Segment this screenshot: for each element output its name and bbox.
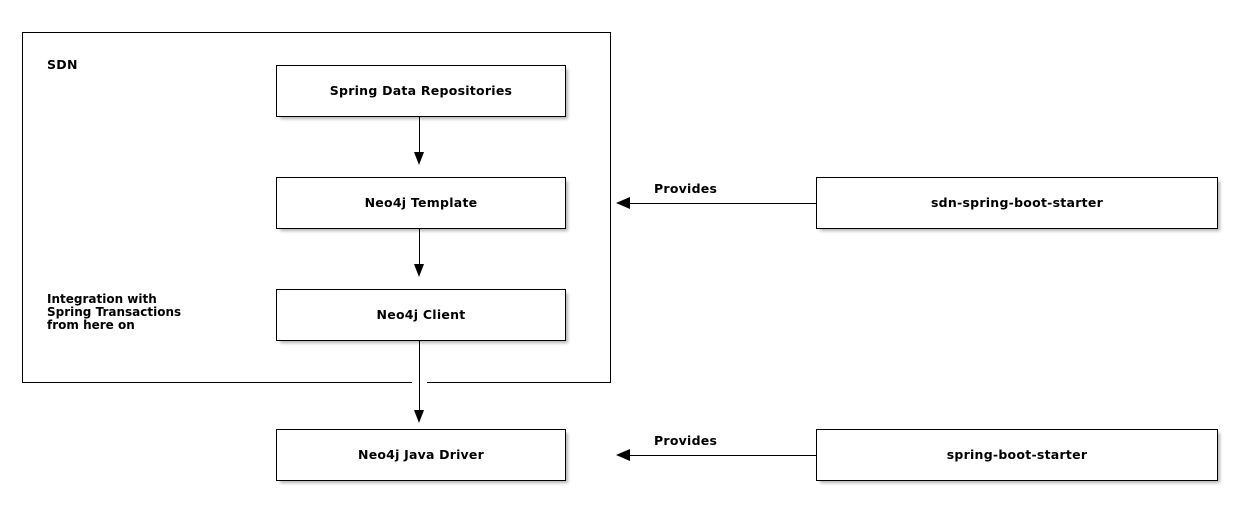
connector-client-to-driver-overlay xyxy=(419,375,420,414)
node-spring-boot-starter[interactable]: spring-boot-starter xyxy=(816,429,1218,481)
node-spring-data-repositories-label: Spring Data Repositories xyxy=(329,82,513,98)
transactions-annotation-line-1: Integration with xyxy=(47,292,157,306)
transactions-annotation-line-3: from here on xyxy=(47,317,135,332)
transactions-annotation-line-2: Spring Transactions xyxy=(47,304,182,319)
node-neo4j-java-driver-label: Neo4j Java Driver xyxy=(358,446,484,462)
connector-provides-template xyxy=(628,203,816,204)
edge-label-provides-driver: Provides xyxy=(654,433,718,448)
sdn-group-label: SDN xyxy=(47,57,78,72)
arrowhead-provides-driver xyxy=(616,449,630,461)
node-neo4j-template[interactable]: Neo4j Template xyxy=(276,177,566,229)
edge-label-provides-template: Provides xyxy=(654,181,718,196)
arrowhead-repositories-to-template xyxy=(414,152,424,165)
arrowhead-provides-template xyxy=(616,197,630,209)
connector-template-to-client xyxy=(419,229,420,267)
node-neo4j-java-driver[interactable]: Neo4j Java Driver xyxy=(276,429,566,481)
connector-repositories-to-template xyxy=(419,117,420,155)
node-spring-boot-starter-label: spring-boot-starter xyxy=(946,446,1088,462)
transactions-annotation: Integration with Spring Transactions fro… xyxy=(47,293,181,332)
arrowhead-template-to-client xyxy=(414,264,424,277)
node-neo4j-client-label: Neo4j Client xyxy=(376,306,466,322)
node-neo4j-client[interactable]: Neo4j Client xyxy=(276,289,566,341)
node-spring-data-repositories[interactable]: Spring Data Repositories xyxy=(276,65,566,117)
sdn-group-container xyxy=(22,32,611,383)
arrowhead-client-to-driver xyxy=(414,410,424,423)
node-neo4j-template-label: Neo4j Template xyxy=(364,194,478,210)
connector-provides-driver xyxy=(628,455,816,456)
node-sdn-spring-boot-starter[interactable]: sdn-spring-boot-starter xyxy=(816,177,1218,229)
node-sdn-spring-boot-starter-label: sdn-spring-boot-starter xyxy=(930,194,1104,210)
